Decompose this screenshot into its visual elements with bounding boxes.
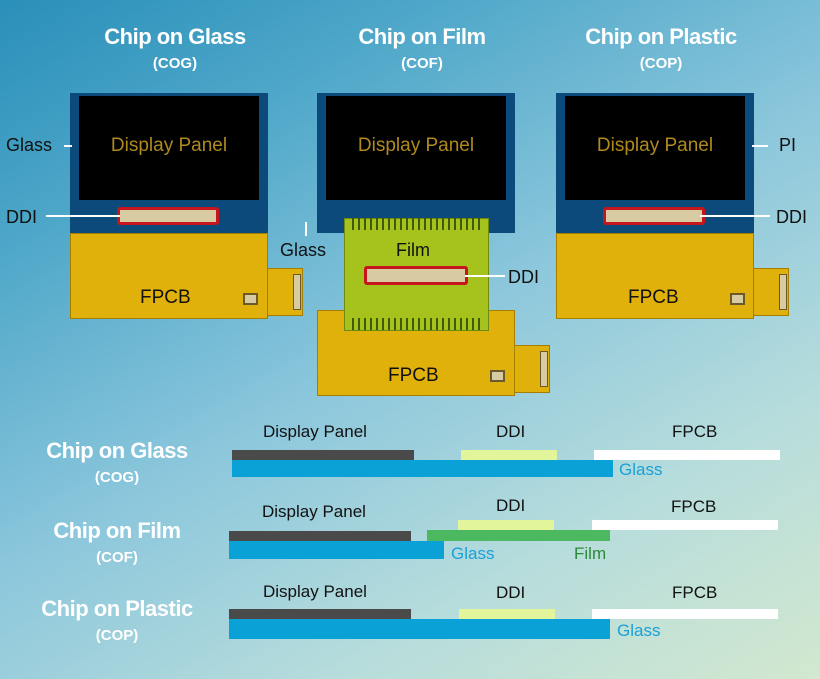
section-cof-film-layer xyxy=(427,530,610,541)
cog-ddi-leader xyxy=(46,215,120,217)
cop-display-panel-label: Display Panel xyxy=(596,135,714,156)
section-cog-ddi-layer xyxy=(461,450,557,460)
cof-display-panel-label: Display Panel xyxy=(357,135,475,156)
section-cop-display-panel-layer xyxy=(229,609,411,619)
section-cof-ddi-label: DDI xyxy=(496,496,526,515)
section-cop-fpcb-layer xyxy=(592,609,778,619)
cof-ddi-leader xyxy=(465,275,505,277)
cof-abbr: (COF) xyxy=(401,55,443,72)
section-cof-fpcb-label: FPCB xyxy=(671,497,717,516)
cof-glass-leader xyxy=(305,222,307,236)
section-cop-ddi-label: DDI xyxy=(496,583,526,602)
section-cof-film-label: Film xyxy=(574,544,607,563)
cof-title: Chip on Film xyxy=(358,24,486,49)
cop-fpcb-pad xyxy=(730,293,745,305)
section-cop-abbr: (COP) xyxy=(95,627,139,644)
cog-display-screen xyxy=(79,96,259,200)
cog-fpcb-pad xyxy=(243,293,258,305)
cof-fpcb-tab-connector xyxy=(540,351,548,387)
section-cof-fpcb-layer xyxy=(592,520,778,530)
section-cog-display-panel-label: Display Panel xyxy=(263,422,367,441)
section-cog-fpcb-layer xyxy=(594,450,780,460)
cog-glass-label: Glass xyxy=(6,135,53,155)
section-cog-abbr: (COG) xyxy=(94,469,140,486)
section-cog-fpcb-label: FPCB xyxy=(672,422,718,441)
cog-ddi-chip xyxy=(117,207,219,225)
cof-film-bottom-contacts xyxy=(352,318,481,330)
cof-ddi-chip xyxy=(364,266,468,285)
section-cof-ddi-layer xyxy=(458,520,554,530)
section-cof-display-panel-layer xyxy=(229,531,411,541)
cof-film-top-contacts xyxy=(352,218,481,230)
cof-glass-label: Glass xyxy=(280,240,327,260)
section-cog-title: Chip on Glass xyxy=(46,438,188,463)
cog-fpcb-tab-connector xyxy=(293,274,301,310)
section-cop-glass-layer xyxy=(229,619,610,639)
cop-pi-label: PI xyxy=(779,135,797,155)
cof-film-label: Film xyxy=(396,240,430,260)
cog-fpcb-label: FPCB xyxy=(140,287,191,308)
cop-title: Chip on Plastic xyxy=(585,24,737,49)
cop-fpcb-label: FPCB xyxy=(628,287,679,308)
cog-abbr: (COG) xyxy=(152,55,198,72)
section-cop-title: Chip on Plastic xyxy=(41,596,193,621)
cof-display-screen xyxy=(326,96,506,200)
section-cof-glass-layer xyxy=(229,541,444,559)
cof-ddi-label: DDI xyxy=(508,267,539,287)
section-cof-title: Chip on Film xyxy=(53,518,181,543)
cog-ddi-label: DDI xyxy=(6,207,37,227)
section-cop-display-panel-label: Display Panel xyxy=(263,582,367,601)
cop-fpcb-tab-connector xyxy=(779,274,787,310)
section-cof-glass-label: Glass xyxy=(451,544,495,563)
cog-fpcb xyxy=(70,233,268,319)
cop-display-screen xyxy=(565,96,745,200)
cop-pi-leader xyxy=(752,145,768,147)
section-cop-glass-label: Glass xyxy=(617,621,661,640)
section-cop-fpcb-label: FPCB xyxy=(672,583,718,602)
section-cof-display-panel-label: Display Panel xyxy=(262,502,366,521)
cop-ddi-label: DDI xyxy=(776,207,807,227)
cog-title: Chip on Glass xyxy=(104,24,246,49)
cog-glass-leader xyxy=(64,145,72,147)
section-cog-display-panel-layer xyxy=(232,450,414,460)
cog-display-panel-label: Display Panel xyxy=(110,135,228,156)
section-cog-glass-label: Glass xyxy=(619,460,663,479)
cop-ddi-leader xyxy=(700,215,770,217)
cof-fpcb-pad xyxy=(490,370,505,382)
section-cof-abbr: (COF) xyxy=(96,549,138,566)
cop-abbr: (COP) xyxy=(639,55,683,72)
cof-fpcb-label: FPCB xyxy=(388,365,439,386)
cop-ddi-chip xyxy=(603,207,705,225)
section-cog-ddi-label: DDI xyxy=(496,422,526,441)
section-cop-ddi-layer xyxy=(459,609,555,619)
section-cog-glass-layer xyxy=(232,460,613,477)
cop-fpcb xyxy=(556,233,754,319)
